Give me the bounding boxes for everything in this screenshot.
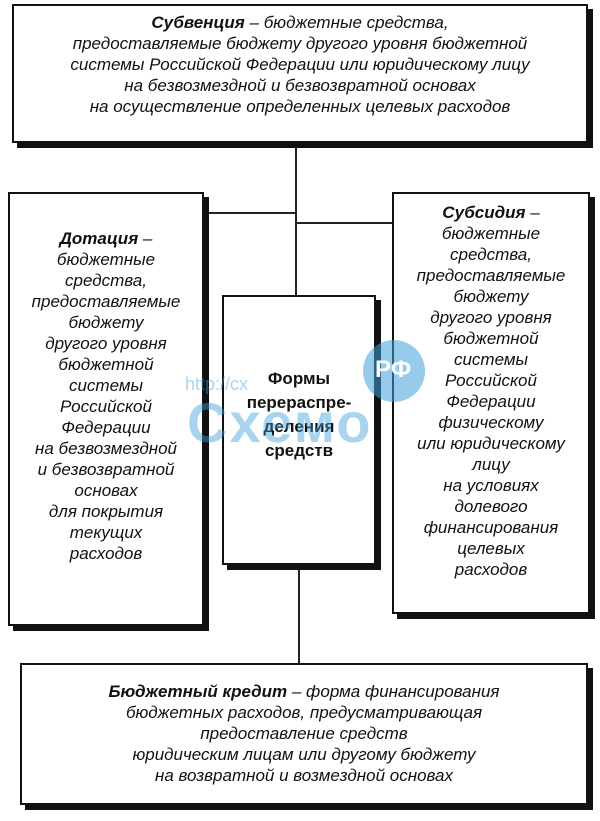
subsidy-definition: – бюджетные средства, предоставляемые бю… xyxy=(416,203,566,579)
subvention-definition: – бюджетные средства, предоставляемые бю… xyxy=(70,13,530,116)
connector-left-to-center xyxy=(204,212,295,214)
dotation-definition: – бюджетные средства, предоставляемые бю… xyxy=(31,229,181,563)
budget-credit-text: Бюджетный кредит – форма финансирования … xyxy=(22,681,586,786)
subsidy-text: Субсидия – бюджетные средства, предостав… xyxy=(394,202,588,580)
subvention-term: Субвенция xyxy=(151,13,245,32)
connector-right-to-center xyxy=(297,222,392,224)
connector-top-to-center xyxy=(295,143,297,295)
connector-center-to-bottom xyxy=(298,565,300,663)
center-box: Формы перераспре- деления средств xyxy=(222,295,376,565)
budget-credit-definition: – форма финансирования бюджетных расходо… xyxy=(125,682,500,785)
center-title: Формы перераспре- деления средств xyxy=(246,369,352,460)
subsidy-term: Субсидия xyxy=(442,203,526,222)
dotation-box: Дотация – бюджетные средства, предоставл… xyxy=(8,192,204,626)
dotation-text: Дотация – бюджетные средства, предоставл… xyxy=(10,228,202,564)
subsidy-box: Субсидия – бюджетные средства, предостав… xyxy=(392,192,590,614)
budget-credit-term: Бюджетный кредит xyxy=(108,682,288,701)
subvention-box: Субвенция – бюджетные средства, предоста… xyxy=(12,4,588,143)
dotation-term: Дотация xyxy=(59,229,139,248)
subvention-text: Субвенция – бюджетные средства, предоста… xyxy=(14,12,586,117)
budget-credit-box: Бюджетный кредит – форма финансирования … xyxy=(20,663,588,805)
